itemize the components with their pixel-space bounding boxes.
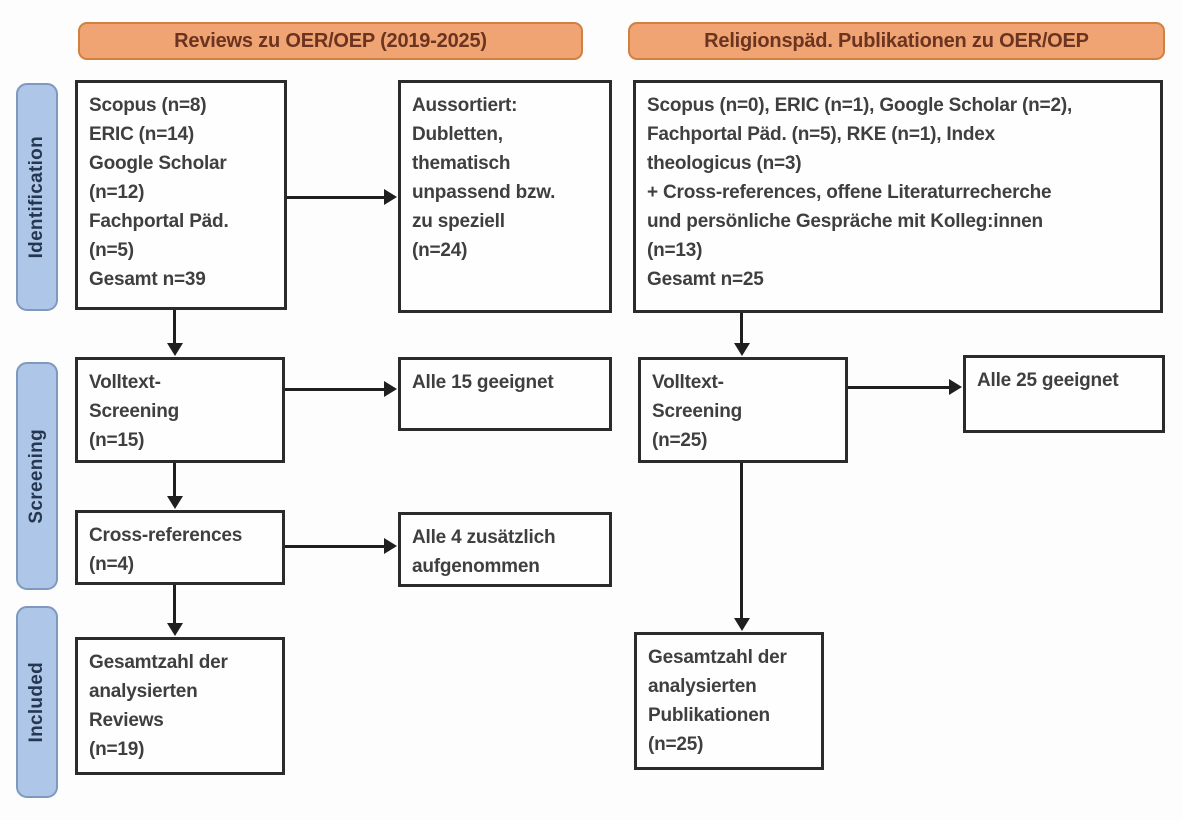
- arrow-sources-to-volltext-shaft: [173, 310, 176, 345]
- column-header-reviews: Reviews zu OER/OEP (2019-2025): [78, 22, 583, 60]
- box-alle-15-geeignet-text: Alle 15 geeignet: [412, 372, 554, 393]
- box-alle-15-geeignet: Alle 15 geeignet: [398, 357, 612, 431]
- box-alle-25-geeignet: Alle 25 geeignet: [963, 355, 1165, 433]
- box-volltext-screening-publikationen: Volltext- Screening (n=25): [638, 357, 848, 463]
- arrow-right-icon: [384, 381, 397, 397]
- arrow-crossref-to-gesamtzahl-shaft: [173, 585, 176, 625]
- arrow-down-icon: [167, 496, 183, 509]
- box-cross-references: Cross-references (n=4): [75, 510, 285, 585]
- column-header-religionspaed: Religionspäd. Publikationen zu OER/OEP: [628, 22, 1165, 60]
- box-volltext-screening-publikationen-text: Volltext- Screening (n=25): [652, 372, 743, 451]
- stage-label-screening: Screening: [16, 362, 58, 590]
- box-gesamtzahl-publikationen: Gesamtzahl der analysierten Publikatione…: [634, 632, 824, 770]
- arrow-volltext-to-geeignet-right-shaft: [848, 386, 951, 389]
- box-volltext-screening-reviews: Volltext- Screening (n=15): [75, 357, 285, 463]
- box-gesamtzahl-reviews: Gesamtzahl der analysierten Reviews (n=1…: [75, 637, 285, 775]
- arrow-sources-to-volltext-right-shaft: [740, 313, 743, 345]
- arrow-down-icon: [734, 618, 750, 631]
- box-sources-reviews-text: Scopus (n=8) ERIC (n=14) Google Scholar …: [89, 95, 229, 290]
- stage-label-included-text: Included: [26, 661, 47, 743]
- arrow-volltext-to-geeignet-shaft: [285, 388, 386, 391]
- arrow-volltext-to-crossref-shaft: [173, 463, 176, 498]
- stage-label-screening-text: Screening: [26, 428, 47, 524]
- box-alle-4-zusaetzlich: Alle 4 zusätzlich aufgenommen: [398, 512, 612, 587]
- box-sources-religionspaed: Scopus (n=0), ERIC (n=1), Google Scholar…: [633, 80, 1163, 313]
- arrow-sources-to-aussortiert-shaft: [287, 196, 386, 199]
- column-header-religionspaed-label: Religionspäd. Publikationen zu OER/OEP: [704, 29, 1089, 52]
- box-volltext-screening-reviews-text: Volltext- Screening (n=15): [89, 372, 180, 451]
- arrow-right-icon: [384, 189, 397, 205]
- box-sources-reviews: Scopus (n=8) ERIC (n=14) Google Scholar …: [75, 80, 287, 310]
- box-alle-25-geeignet-text: Alle 25 geeignet: [977, 370, 1119, 391]
- box-sources-religionspaed-text: Scopus (n=0), ERIC (n=1), Google Scholar…: [647, 95, 1073, 290]
- stage-label-included: Included: [16, 606, 58, 798]
- arrow-down-icon: [734, 343, 750, 356]
- stage-label-identification: Identification: [16, 83, 58, 311]
- arrow-down-icon: [167, 623, 183, 636]
- column-header-reviews-label: Reviews zu OER/OEP (2019-2025): [174, 29, 487, 52]
- arrow-right-icon: [384, 538, 397, 554]
- box-gesamtzahl-publikationen-text: Gesamtzahl der analysierten Publikatione…: [648, 647, 787, 755]
- box-alle-4-zusaetzlich-text: Alle 4 zusätzlich aufgenommen: [412, 527, 556, 577]
- box-aussortiert-text: Aussortiert: Dubletten, thematisch unpas…: [412, 95, 556, 261]
- arrow-right-icon: [949, 379, 962, 395]
- box-cross-references-text: Cross-references (n=4): [89, 525, 243, 575]
- arrow-down-icon: [167, 343, 183, 356]
- arrow-volltext-to-gesamtzahl-right-shaft: [740, 463, 743, 620]
- arrow-crossref-to-aufgenommen-shaft: [285, 545, 386, 548]
- box-gesamtzahl-reviews-text: Gesamtzahl der analysierten Reviews (n=1…: [89, 652, 228, 760]
- box-aussortiert: Aussortiert: Dubletten, thematisch unpas…: [398, 80, 612, 313]
- stage-label-identification-text: Identification: [26, 135, 47, 259]
